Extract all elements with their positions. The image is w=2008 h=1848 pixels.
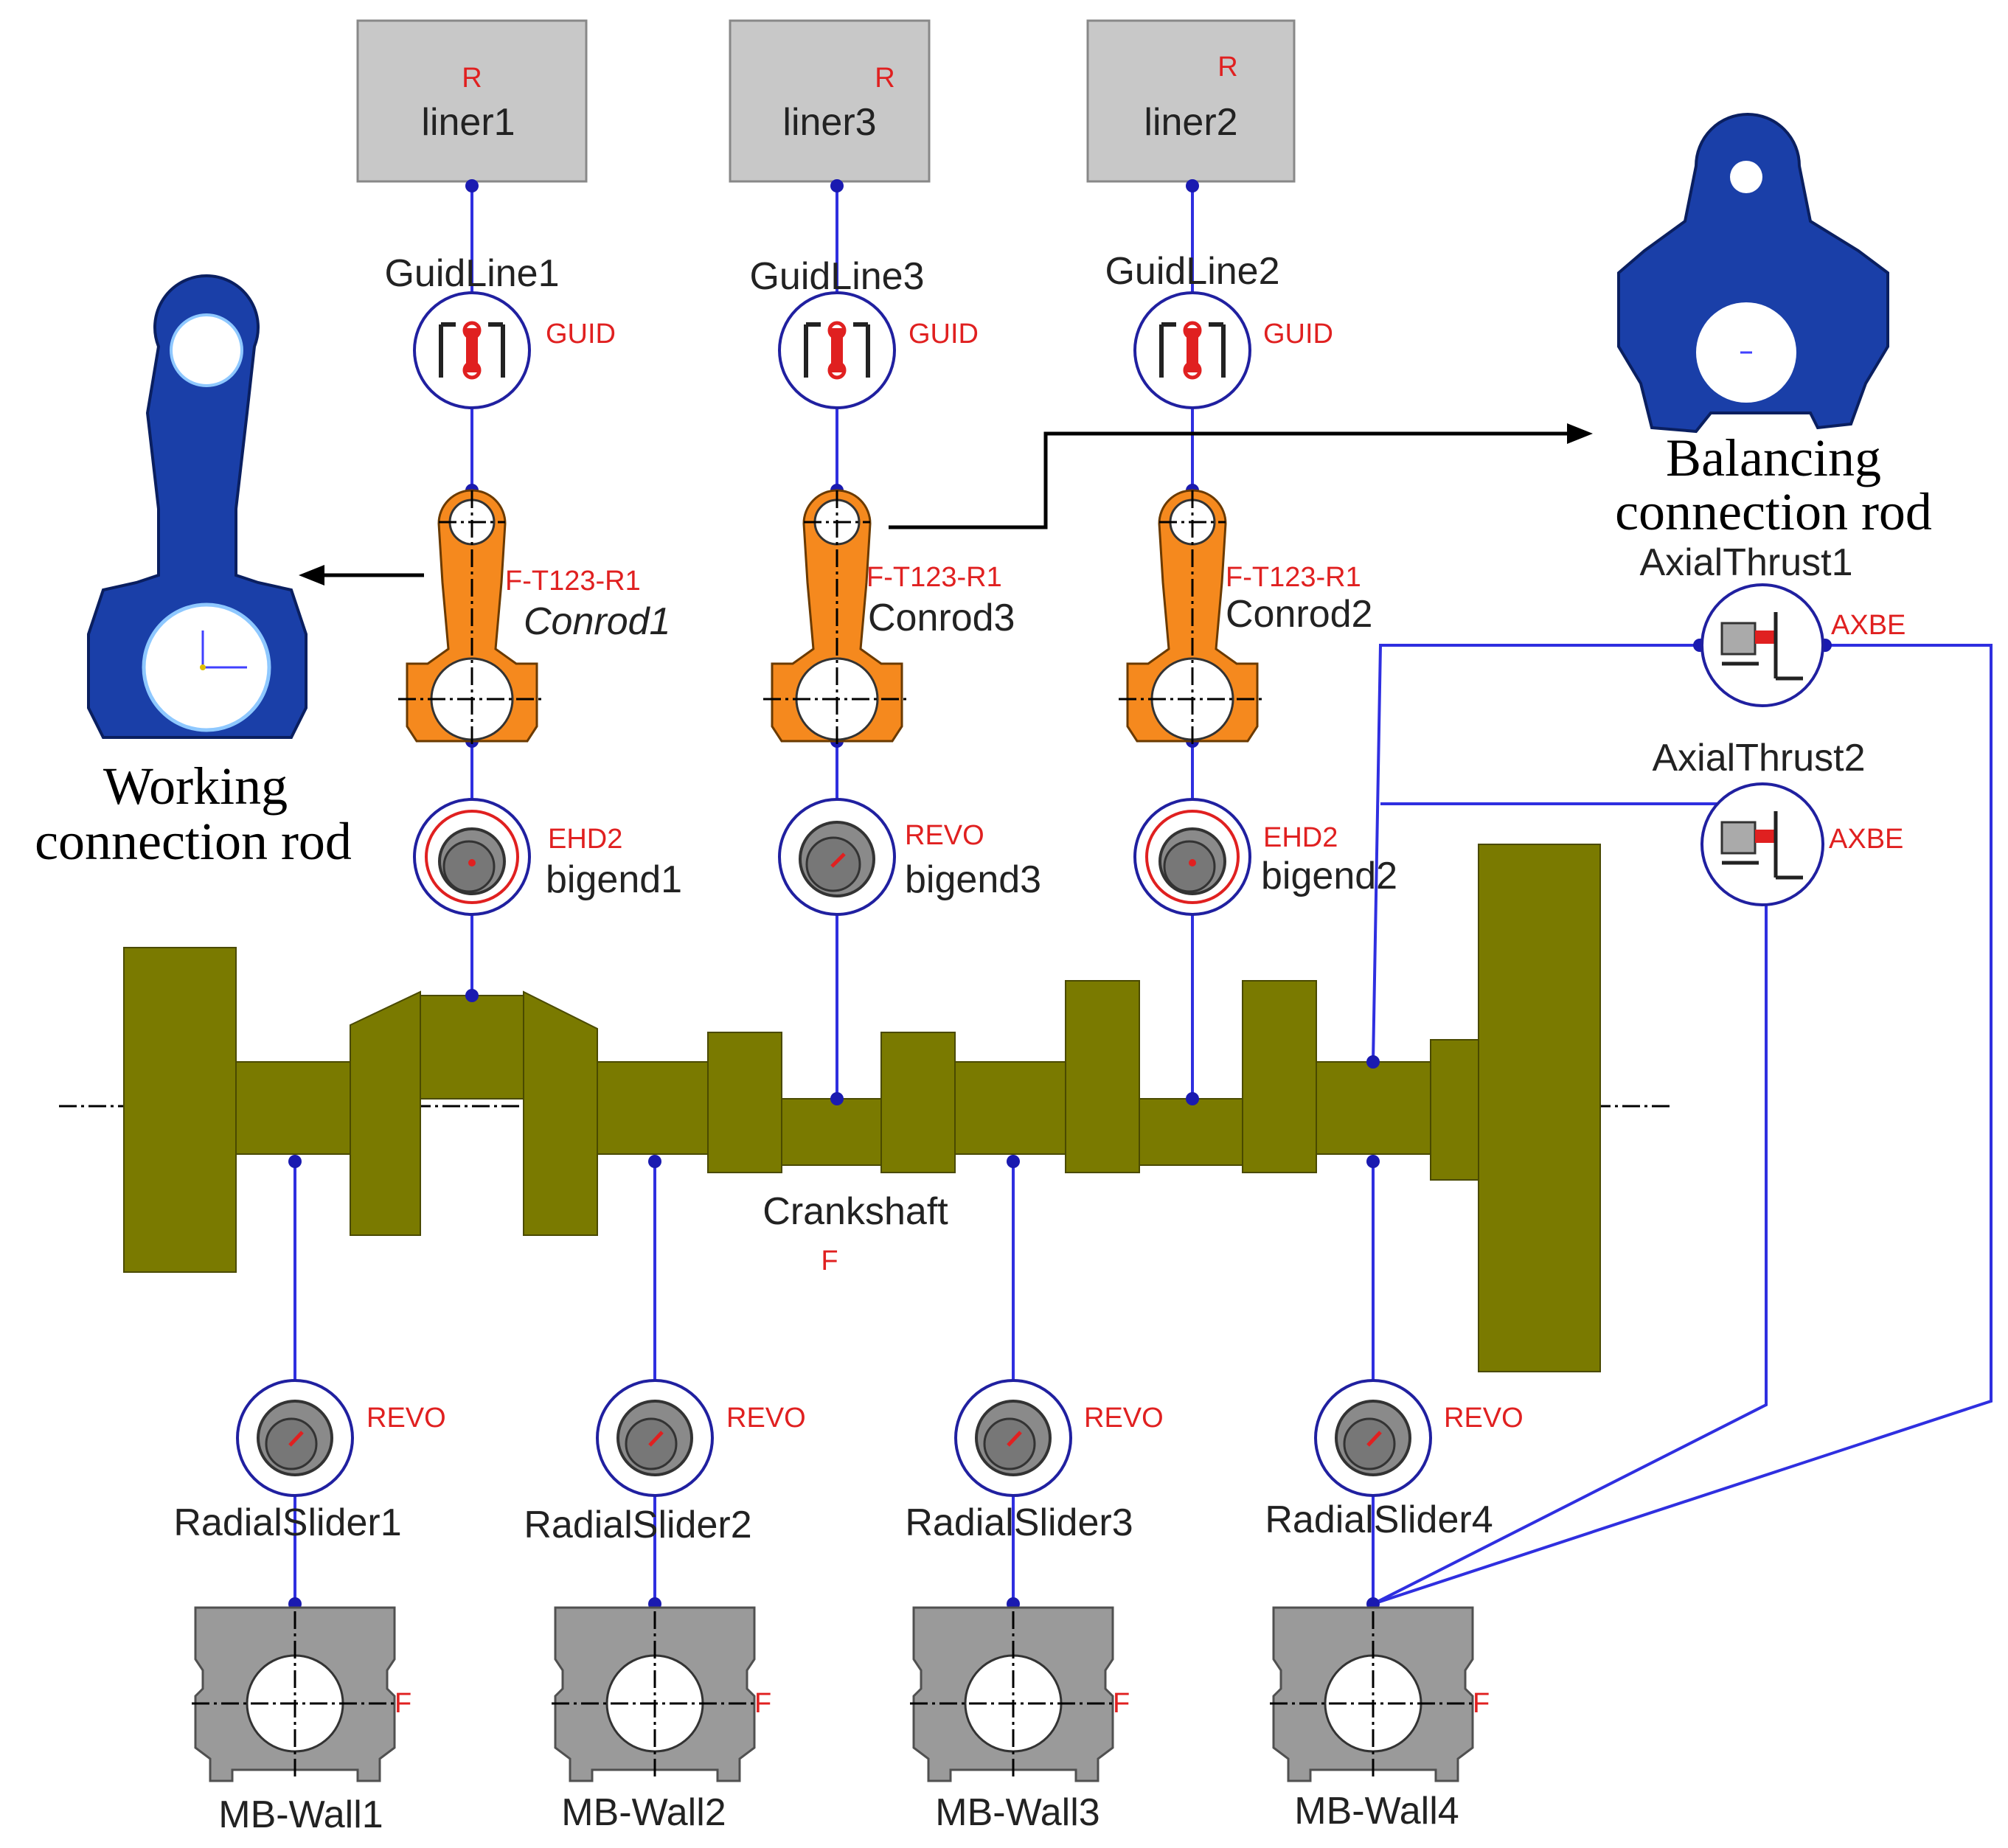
mb-wall-1: F MB-Wall1 <box>192 1606 411 1836</box>
conrod-1: F-T123-R1 Conrod1 <box>398 489 670 745</box>
bigend-joint-3: REVO bigend3 <box>778 798 1041 916</box>
crankshaft <box>59 844 1674 1372</box>
radial-slider-4: REVO RadialSlider4 <box>1265 1379 1524 1541</box>
conrod-label: Conrod3 <box>868 597 1015 639</box>
flywheel <box>1478 844 1601 1372</box>
bigend-tag: EHD2 <box>548 824 622 855</box>
conrod-2: F-T123-R1 Conrod2 <box>1119 489 1372 745</box>
balancing-rod-label-line1: Balancing <box>1666 428 1881 487</box>
crank-flange-left <box>123 947 237 1273</box>
mb-wall-3: F MB-Wall3 <box>910 1606 1130 1834</box>
guide-icon <box>439 321 505 380</box>
guide-label: GuidLine3 <box>749 255 924 298</box>
guide-joint-3: GuidLine3 GUID <box>749 255 979 409</box>
arrow-to-working-rod <box>299 565 424 586</box>
balancing-conrod-icon <box>1617 113 1889 434</box>
thrust-tag: AXBE <box>1831 610 1905 641</box>
bigend-label: bigend2 <box>1261 855 1397 897</box>
working-rod-label-line1: Working <box>103 757 288 816</box>
wall-label: MB-Wall3 <box>935 1791 1099 1834</box>
slider-tag: REVO <box>1084 1403 1164 1434</box>
guide-tag: GUID <box>1263 319 1333 350</box>
guide-joint-1: GuidLine1 GUID <box>384 252 616 409</box>
conrod-3: F-T123-R1 Conrod3 <box>763 489 1015 745</box>
conrod-tag: F-T123-R1 <box>866 562 1002 593</box>
thrust-tag: AXBE <box>1829 824 1903 855</box>
slider-label: RadialSlider3 <box>905 1501 1133 1544</box>
guide-label: GuidLine2 <box>1105 250 1279 293</box>
radial-slider-2: REVO RadialSlider2 <box>524 1379 806 1546</box>
conrod-tag: F-T123-R1 <box>505 566 641 597</box>
liner-2: R liner2 <box>1086 19 1296 183</box>
bigend-tag: EHD2 <box>1263 822 1338 853</box>
thrust-label: AxialThrust1 <box>1640 541 1853 584</box>
liner-label: liner2 <box>1144 101 1237 144</box>
thrust-label: AxialThrust2 <box>1653 737 1866 779</box>
slider-tag: REVO <box>366 1403 446 1434</box>
liner-tag: R <box>1217 52 1237 83</box>
radial-slider-3: REVO RadialSlider3 <box>905 1379 1164 1544</box>
conrod-tag: F-T123-R1 <box>1226 562 1361 593</box>
bigend-tag: REVO <box>905 820 984 851</box>
bigend-label: bigend1 <box>546 858 682 901</box>
liner-label: liner1 <box>421 101 515 144</box>
thrust-bearing-icon <box>1720 612 1803 681</box>
guide-icon <box>1159 321 1226 380</box>
conrod-label: Conrod1 <box>524 600 670 643</box>
bigend-joint-1: EHD2 bigend1 <box>413 798 682 916</box>
wall-label: MB-Wall2 <box>561 1791 726 1834</box>
slider-tag: REVO <box>1444 1403 1524 1434</box>
wall-tag: F <box>754 1688 771 1719</box>
working-rod-label-line2: connection rod <box>35 812 352 871</box>
mb-wall-2: F MB-Wall2 <box>552 1606 771 1834</box>
conrod-label: Conrod2 <box>1226 593 1372 636</box>
crankshaft-label: Crankshaft <box>762 1190 948 1233</box>
guide-joint-2: GuidLine2 GUID <box>1105 250 1333 409</box>
wall-tag: F <box>1473 1688 1490 1719</box>
mb-wall-4: F MB-Wall4 <box>1270 1606 1490 1833</box>
guide-tag: GUID <box>546 319 616 350</box>
slider-label: RadialSlider4 <box>1265 1498 1493 1541</box>
balancing-rod-render <box>1617 113 1889 434</box>
arrow-to-balancing-rod <box>889 423 1593 529</box>
thrust-bearing-icon <box>1720 811 1803 880</box>
balancing-rod-label-line2: connection rod <box>1615 482 1932 541</box>
slider-label: RadialSlider1 <box>173 1501 401 1544</box>
wall-tag: F <box>395 1688 411 1719</box>
wall-tag: F <box>1113 1688 1130 1719</box>
slider-tag: REVO <box>726 1403 806 1434</box>
liner-tag: R <box>462 63 482 94</box>
guide-label: GuidLine1 <box>384 252 559 295</box>
slider-label: RadialSlider2 <box>524 1504 751 1546</box>
liner-1: R liner1 <box>356 19 588 183</box>
liner-label: liner3 <box>782 101 876 144</box>
liner-3: R liner3 <box>729 19 931 183</box>
bigend-joint-2: EHD2 bigend2 <box>1133 798 1397 916</box>
guide-tag: GUID <box>909 319 979 350</box>
bigend-label: bigend3 <box>905 858 1041 901</box>
axial-thrust-1: AxialThrust1 AXBE <box>1640 541 1905 707</box>
wall-label: MB-Wall4 <box>1294 1790 1459 1833</box>
radial-slider-1: REVO RadialSlider1 <box>173 1379 446 1544</box>
crankshaft-tag: F <box>821 1246 838 1276</box>
axial-thrust-2: AxialThrust2 AXBE <box>1653 737 1903 906</box>
wall-label: MB-Wall1 <box>218 1793 383 1836</box>
liner-tag: R <box>875 63 894 94</box>
guide-icon <box>804 321 870 380</box>
working-rod-render <box>87 274 308 739</box>
